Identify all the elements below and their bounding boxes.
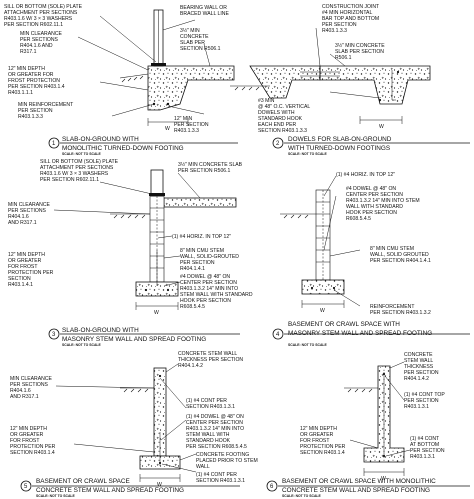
detail-2-label-slab: 3½" MIN CONCRETE SLAB PER SECTION R506.1 (335, 42, 386, 61)
detail-5-label-dowel: (1) #4 DOWEL @ 48" ON CENTER PER SECTION… (186, 414, 247, 450)
detail-5-label-clearance: MIN CLEARANCE PER SECTIONS R404.1.6 AND … (10, 376, 53, 400)
detail-4-label-reinforcement: REINFORCEMENT PER SECTION R403.1.3.2 (370, 304, 431, 316)
detail-1-label-reinforcement: MIN REINFORCEMENT PER SECTION R403.1.3.3 (18, 102, 75, 120)
detail-6-label-cont-bottom: (1) #4 CONT AT BOTTOM PER SECTION R403.1… (410, 436, 446, 460)
detail-2-scale: SCALE: NOT TO SCALE (288, 152, 327, 156)
detail-6-label-cont-top: (1) #4 CONT TOP PER SECTION R403.1.3.1 (404, 392, 446, 410)
detail-1-label-depth: 12" MIN DEPTH OR GREATER FOR FROST PROTE… (8, 66, 66, 96)
detail-3-label-clearance: MIN CLEARANCE PER SECTIONS R404.1.6 AND … (8, 202, 51, 226)
detail-6-label-stem-thickness: CONCRETE STEM WALL THICKNESS PER SECTION… (404, 352, 440, 382)
detail-6-dim-w: W (381, 476, 386, 482)
detail-1-label-slab: 3½" MIN CONCRETE SLAB PER SECTION R506.1 (180, 27, 221, 52)
detail-4-label-cmu: 8" MIN CMU STEM WALL, SOLID GROUTED PER … (370, 246, 431, 264)
detail-3-label-sill-plate: SILL OR BOTTOM (SOLE) PLATE ATTACHMENT P… (40, 159, 119, 183)
detail-2-label-dowels: #3 MIN @ 48" O.C. VERTICAL DOWELS WITH S… (258, 98, 311, 134)
detail-2-label-joint: CONSTRUCTION JOINT #4 MIN HORIZONTAL BAR… (322, 4, 381, 34)
detail-2-number: 2 (276, 141, 280, 147)
detail-1-title: SLAB-ON-GROUND WITH MONOLITHIC TURNED-DO… (62, 136, 184, 152)
detail-3-label-cmu: 8" MIN CMU STEM WALL, SOLID-GROUTED PER … (180, 248, 240, 272)
detail-5-label-depth: 12" MIN DEPTH OR GREATER FOR FROST PROTE… (10, 426, 57, 456)
detail-2: W CONSTRUCTION JOINT #4 MIN HORIZONTAL B… (230, 4, 470, 156)
detail-5-title: BASEMENT OR CRAWL SPACE CONCRETE STEM WA… (36, 478, 184, 494)
detail-3: W SILL OR BOTTOM (SOLE) PLATE ATTACHMENT… (8, 159, 254, 347)
detail-1: W SILL OR BOTTOM (SOLE) PLATE ATTACHMENT… (4, 4, 238, 156)
detail-4: W (1) #4 HORIZ. IN TOP 12" #4 DOWEL @ 48… (272, 172, 470, 347)
detail-1-label-12min: 12" MIN PER SECTION R403.1.3.3 (174, 116, 210, 134)
detail-2-title: DOWELS FOR SLAB-ON-GROUND WITH TURNED-DO… (288, 136, 393, 152)
detail-1-scale: SCALE: NOT TO SCALE (62, 152, 101, 156)
detail-6: W CONCRETE STEM WALL THICKNESS PER SECTI… (266, 352, 470, 498)
detail-4-dim-w: W (320, 308, 325, 314)
detail-3-scale: SCALE: NOT TO SCALE (62, 343, 101, 347)
detail-3-label-dowel: #4 DOWEL @ 48" ON CENTER PER SECTION R40… (180, 274, 254, 310)
detail-5-label-cont-top: (1) #4 CONT PER SECTION R403.1.3.1 (186, 398, 235, 410)
detail-3-title: SLAB-ON-GROUND WITH MASONRY STEM WALL AN… (62, 327, 206, 343)
detail-4-cmu-wall (315, 189, 331, 281)
detail-1-number: 1 (52, 141, 56, 147)
detail-6-label-depth: 12" MIN DEPTH OR GREATER FOR FROST PROTE… (300, 426, 347, 456)
detail-1-label-bearing-wall: BEARING WALL OR BRACED WALL LINE (180, 5, 229, 17)
detail-3-label-depth: 12" MIN DEPTH OR GREATER FOR FROST PROTE… (8, 252, 55, 288)
detail-3-label-horiz: (1) #4 HORIZ. IN TOP 12" (172, 234, 231, 240)
detail-5-number: 5 (24, 484, 28, 490)
detail-1-footing (147, 65, 235, 111)
detail-1-dim-w: W (165, 126, 170, 132)
detail-6-scale: SCALE: NOT TO SCALE (282, 494, 321, 498)
detail-1-label-clearance: MIN CLEARANCE PER SECTIONS R404.1.6 AND … (20, 31, 63, 55)
detail-5-dim-w: W (157, 482, 162, 488)
detail-3-dim-w: W (154, 310, 159, 316)
detail-6-number: 6 (270, 484, 274, 490)
detail-2-slab-left (249, 65, 321, 99)
detail-3-label-slab: 3½" MIN CONCRETE SLAB PER SECTION R506.1 (178, 161, 244, 174)
detail-3-slab (163, 197, 237, 208)
detail-5-scale: SCALE: NOT TO SCALE (36, 494, 75, 498)
detail-2-slab-right (319, 65, 431, 105)
detail-4-scale: SCALE: NOT TO SCALE (288, 343, 327, 347)
detail-5-label-cont-bottom: (1) #4 CONT PER SECTION R403.1.3.1 (196, 472, 245, 484)
detail-4-number: 4 (276, 332, 280, 338)
detail-4-label-horiz: (1) #4 HORIZ. IN TOP 12" (336, 172, 395, 178)
detail-5-label-footing: CONCRETE FOOTING PLACED PRIOR TO STEM WA… (196, 452, 259, 470)
detail-3-number: 3 (52, 332, 56, 338)
detail-4-label-dowel: #4 DOWEL @ 48" ON CENTER PER SECTION R40… (346, 186, 421, 222)
detail-1-label-sill-plate: SILL OR BOTTOM (SOLE) PLATE ATTACHMENT P… (4, 4, 83, 28)
detail-2-dim-w: W (379, 124, 384, 130)
detail-4-footing (301, 279, 345, 295)
detail-5-label-stem-thickness: CONCRETE STEM WALL THICKNESS PER SECTION… (178, 351, 245, 369)
detail-5: W CONCRETE STEM WALL THICKNESS PER SECTI… (10, 351, 259, 498)
detail-6-title: BASEMENT OR CRAWL SPACE WITH MONOLITHIC … (282, 478, 438, 494)
detail-4-title: BASEMENT OR CRAWL SPACE WITH MASONRY STE… (288, 321, 432, 337)
